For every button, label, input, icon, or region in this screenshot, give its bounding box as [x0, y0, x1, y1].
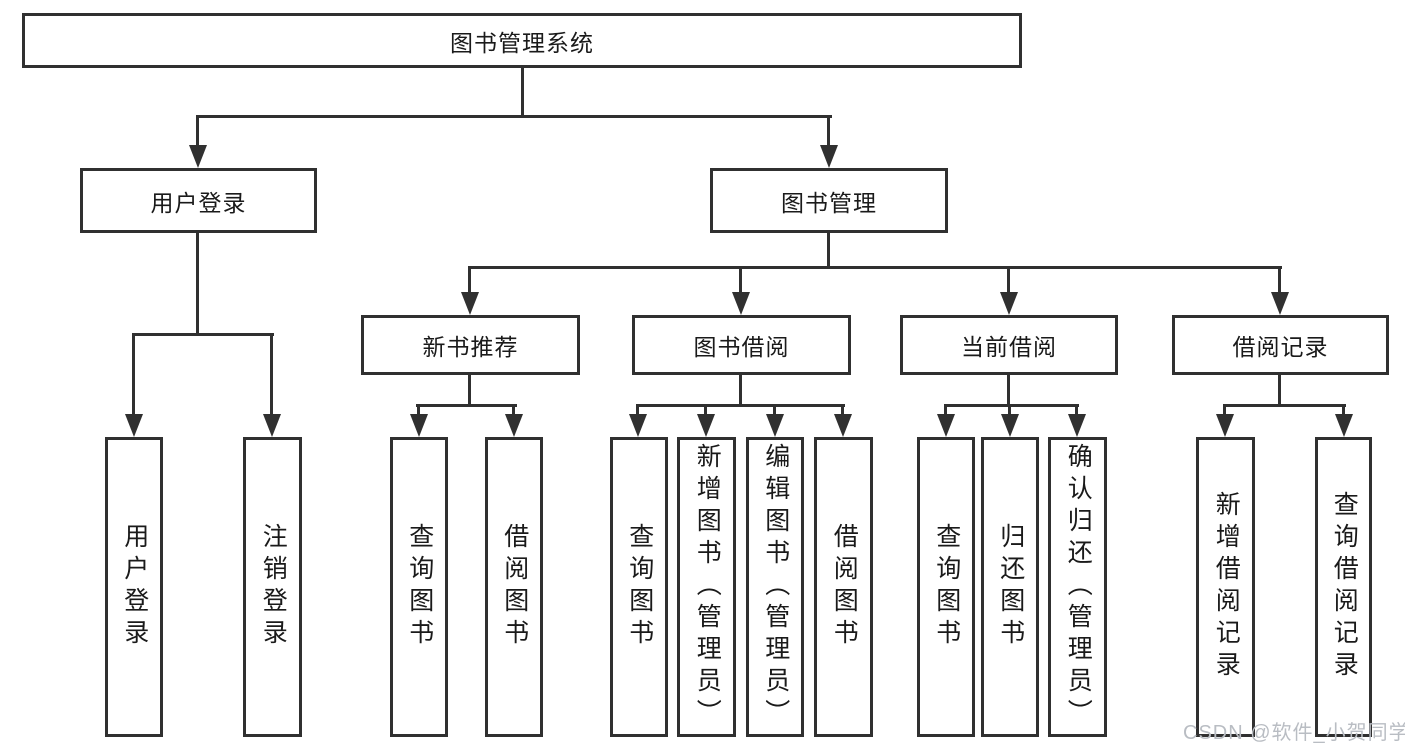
- node-label: 新增借阅记录: [1212, 491, 1241, 683]
- leaf-borrow-books-borrowing: 借阅图书: [814, 437, 873, 737]
- connector-line: [841, 404, 844, 417]
- connector-line: [1007, 266, 1010, 295]
- arrow-down-icon: [1000, 292, 1018, 315]
- node-label: 编辑图书（管理员）: [761, 443, 790, 731]
- arrow-down-icon: [937, 414, 955, 437]
- connector-line: [1223, 404, 1346, 407]
- leaf-add-borrow-record: 新增借阅记录: [1196, 437, 1255, 737]
- node-label: 借阅记录: [1232, 334, 1329, 360]
- arrow-down-icon: [732, 292, 750, 315]
- connector-line: [773, 404, 776, 417]
- connector-line: [416, 404, 517, 407]
- leaf-logout: 注销登录: [243, 437, 302, 737]
- node-label: 确认归还（管理员）: [1064, 443, 1093, 731]
- node-label: 借阅图书: [500, 523, 529, 651]
- arrow-down-icon: [834, 414, 852, 437]
- node-label: 注销登录: [259, 523, 288, 651]
- connector-line: [417, 404, 420, 417]
- node-label: 图书借阅: [693, 334, 790, 360]
- connector-line: [468, 375, 471, 407]
- node-book-borrowing: 图书借阅: [632, 315, 851, 375]
- node-label: 图书管理系统: [450, 29, 594, 56]
- node-label: 查询借阅记录: [1330, 491, 1359, 683]
- arrow-down-icon: [461, 292, 479, 315]
- node-label: 归还图书: [996, 523, 1025, 651]
- connector-line: [944, 404, 1079, 407]
- node-label: 查询图书: [932, 523, 961, 651]
- arrow-down-icon: [766, 414, 784, 437]
- connector-line: [1278, 266, 1281, 295]
- connector-line: [1008, 404, 1011, 417]
- node-label: 图书管理: [781, 189, 877, 216]
- leaf-query-borrow-record: 查询借阅记录: [1315, 437, 1372, 737]
- arrow-down-icon: [125, 414, 143, 437]
- leaf-borrow-books-recommend: 借阅图书: [485, 437, 543, 737]
- connector-line: [944, 404, 947, 417]
- connector-line: [636, 404, 639, 417]
- connector-line: [739, 266, 742, 295]
- watermark: CSDN @软件_小贺同学: [1183, 722, 1405, 744]
- connector-line: [512, 404, 515, 417]
- connector-line: [132, 333, 274, 336]
- arrow-down-icon: [1001, 414, 1019, 437]
- node-label: 新书推荐: [422, 334, 519, 360]
- node-borrowing-records: 借阅记录: [1172, 315, 1389, 375]
- connector-line: [1223, 404, 1226, 417]
- connector-line: [704, 404, 707, 417]
- connector-line: [196, 115, 832, 118]
- arrow-down-icon: [410, 414, 428, 437]
- node-label: 用户登录: [120, 523, 149, 651]
- connector-line: [827, 115, 830, 148]
- leaf-user-login: 用户登录: [105, 437, 163, 737]
- connector-line: [1278, 375, 1281, 407]
- connector-line: [270, 333, 273, 417]
- leaf-query-books-current: 查询图书: [917, 437, 975, 737]
- leaf-query-books-recommend: 查询图书: [390, 437, 448, 737]
- connector-line: [1075, 404, 1078, 417]
- arrow-down-icon: [1335, 414, 1353, 437]
- node-label: 查询图书: [625, 523, 654, 651]
- connector-line: [468, 266, 1282, 269]
- connector-line: [521, 68, 524, 118]
- leaf-return-books: 归还图书: [981, 437, 1039, 737]
- arrow-down-icon: [263, 414, 281, 437]
- node-label: 查询图书: [405, 523, 434, 651]
- connector-line: [196, 233, 199, 336]
- node-library-system-root: 图书管理系统: [22, 13, 1022, 68]
- leaf-confirm-return-admin: 确认归还（管理员）: [1048, 437, 1107, 737]
- connector-line: [1007, 375, 1010, 407]
- node-user-login: 用户登录: [80, 168, 317, 233]
- connector-line: [636, 404, 845, 407]
- connector-line: [132, 333, 135, 417]
- node-new-book-recommendation: 新书推荐: [361, 315, 580, 375]
- arrow-down-icon: [820, 145, 838, 168]
- connector-line: [739, 375, 742, 407]
- node-label: 新增图书（管理员）: [693, 443, 722, 731]
- connector-line: [468, 266, 471, 295]
- arrow-down-icon: [1068, 414, 1086, 437]
- leaf-edit-books-admin: 编辑图书（管理员）: [746, 437, 804, 737]
- arrow-down-icon: [697, 414, 715, 437]
- arrow-down-icon: [189, 145, 207, 168]
- arrow-down-icon: [1271, 292, 1289, 315]
- arrow-down-icon: [505, 414, 523, 437]
- node-book-management: 图书管理: [710, 168, 948, 233]
- leaf-query-books-borrowing: 查询图书: [610, 437, 668, 737]
- node-current-borrowing: 当前借阅: [900, 315, 1118, 375]
- connector-line: [1342, 404, 1345, 417]
- node-label: 借阅图书: [830, 523, 859, 651]
- connector-line: [196, 115, 199, 148]
- arrow-down-icon: [1216, 414, 1234, 437]
- connector-line: [827, 233, 830, 269]
- leaf-add-books-admin: 新增图书（管理员）: [677, 437, 736, 737]
- arrow-down-icon: [629, 414, 647, 437]
- node-label: 用户登录: [150, 189, 247, 216]
- node-label: 当前借阅: [961, 334, 1057, 360]
